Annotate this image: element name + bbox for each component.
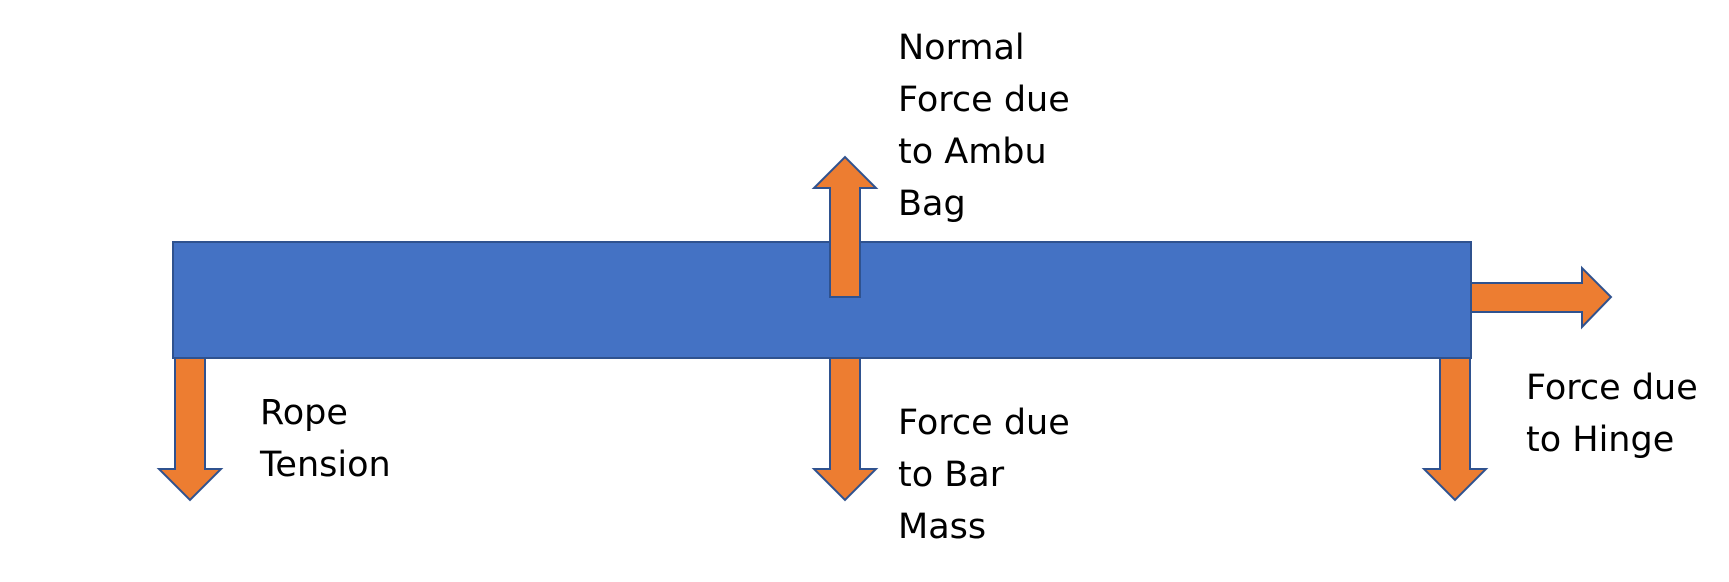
- normal-force-arrow-icon: [811, 155, 879, 298]
- bar-mass-force-label-line: Mass: [898, 507, 987, 547]
- bar-body: [172, 241, 1472, 359]
- normal-force-label: Normal Force due to Ambu Bag: [898, 22, 1070, 230]
- normal-force-label-line: to Ambu: [898, 132, 1047, 172]
- bar-mass-force-label-line: to Bar: [898, 455, 1005, 495]
- normal-force-label-line: Normal: [898, 28, 1025, 68]
- hinge-force-label-line: Force due: [1526, 368, 1698, 408]
- rope-tension-label: Rope Tension: [260, 387, 391, 491]
- hinge-force-arrow-icon: [1470, 265, 1613, 330]
- bar-mass-force-label: Force due to Bar Mass: [898, 397, 1070, 553]
- rope-tension-arrow-icon: [156, 357, 224, 502]
- normal-force-label-line: Force due: [898, 80, 1070, 120]
- rope-tension-label-line: Rope: [260, 393, 348, 433]
- hinge-force-label: Force due to Hinge: [1526, 362, 1698, 466]
- normal-force-label-line: Bag: [898, 184, 966, 224]
- bar-mass-force-label-line: Force due: [898, 403, 1070, 443]
- hinge-down-arrow-icon: [1421, 357, 1489, 502]
- rope-tension-label-line: Tension: [260, 445, 391, 485]
- hinge-force-label-line: to Hinge: [1526, 420, 1675, 460]
- bar-mass-force-arrow-icon: [811, 357, 879, 502]
